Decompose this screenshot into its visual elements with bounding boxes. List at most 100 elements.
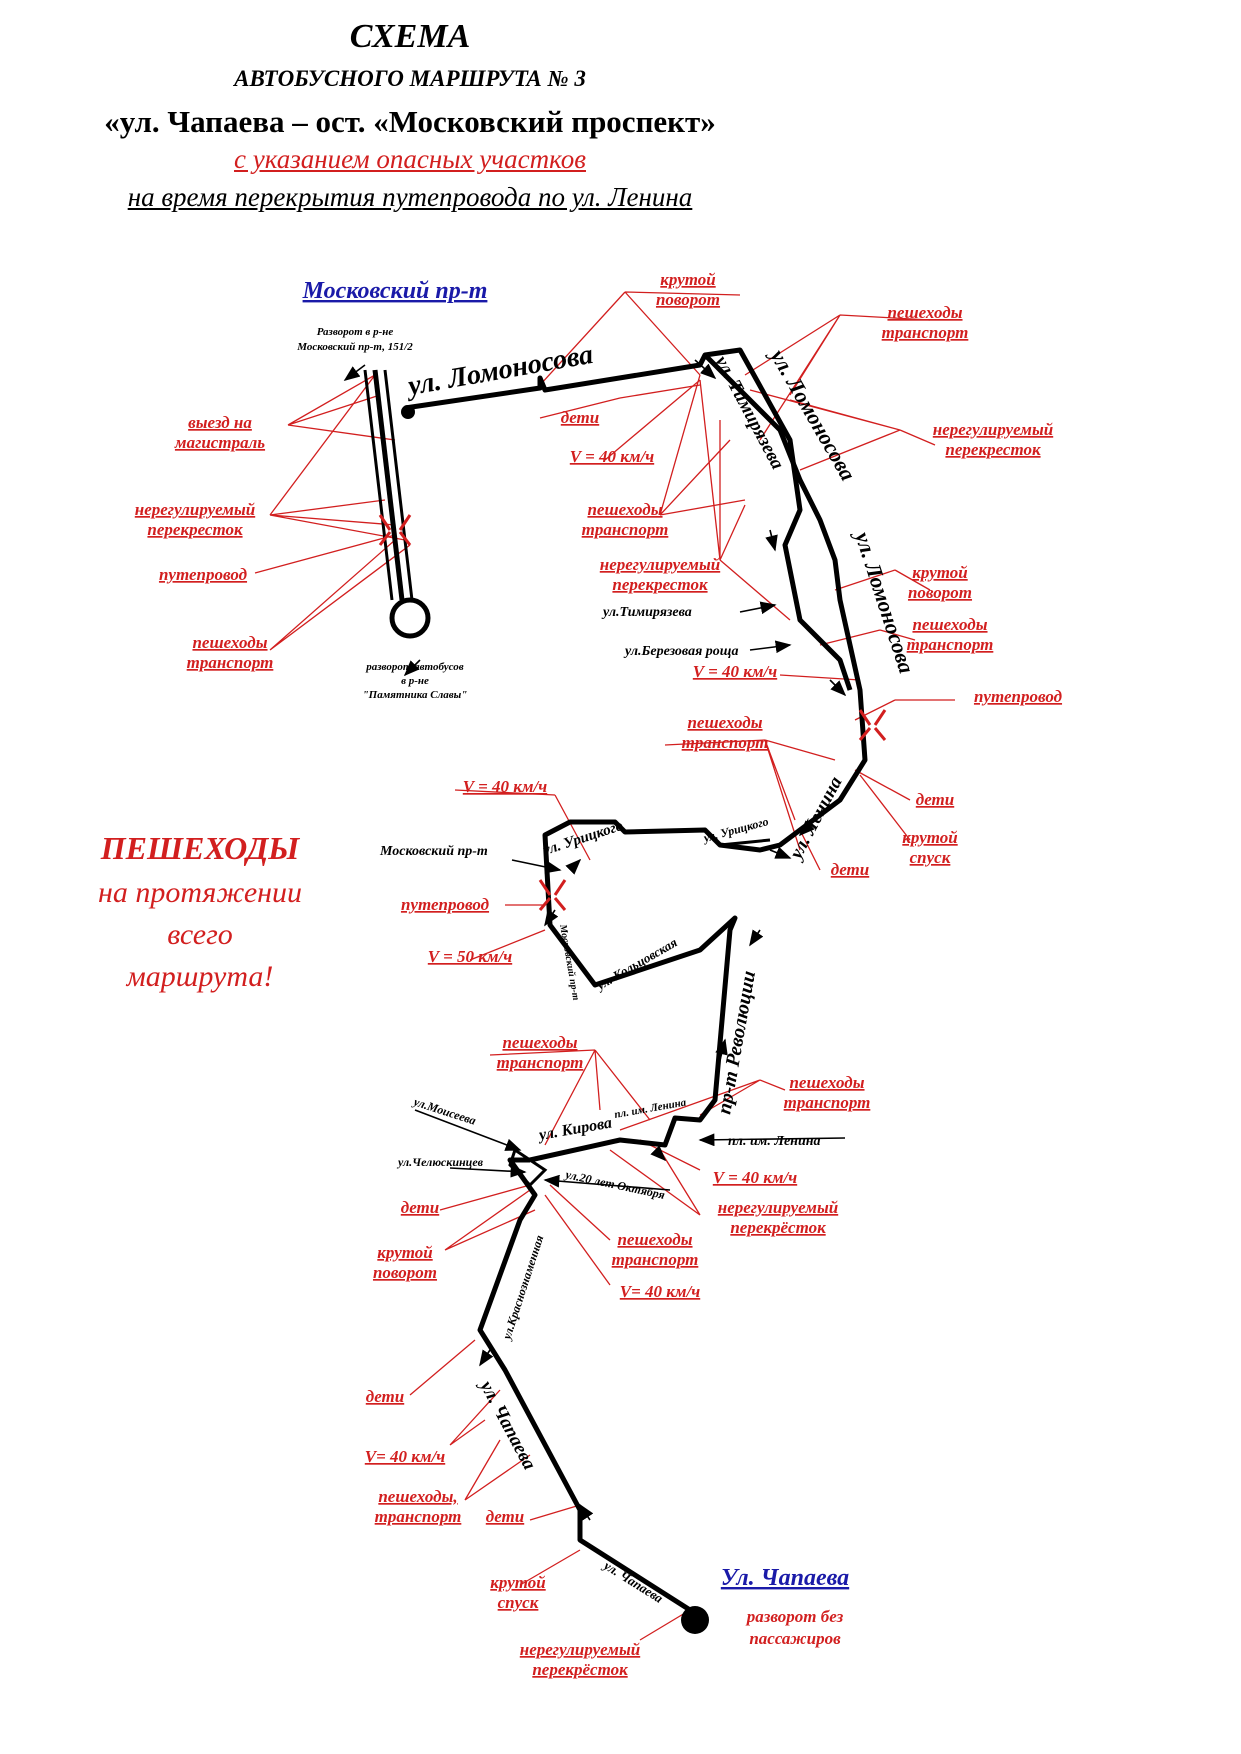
- hazard-highway-exit: выезд на: [188, 413, 252, 432]
- hazard-speed-limit: V = 50 км/ч: [428, 947, 512, 966]
- terminal-label-south: Ул. Чапаева: [721, 1565, 849, 1591]
- route-details: [508, 828, 771, 1188]
- hazard-steep-descent: крутой: [490, 1573, 545, 1592]
- title-hazard-note: с указанием опасных участков: [234, 144, 586, 174]
- razvorot-bottom-line: разворот автобусов: [365, 661, 464, 673]
- hazard-steep-turn: крутой: [660, 270, 715, 289]
- pedestrian-warning-line: на протяжении: [97, 876, 303, 909]
- hazard-speed-limit: V = 40 км/ч: [693, 662, 777, 681]
- hazard-unregulated-crossing: нерегулируемый: [520, 1640, 640, 1659]
- hazard-steep-turn: поворот: [656, 290, 720, 309]
- hazard-unregulated-crossing: перекресток: [147, 520, 243, 539]
- hazard-unregulated-crossing: перекрёсток: [730, 1218, 826, 1237]
- route-segment-timiryazeva: [704, 347, 853, 691]
- razvorot-top-line: Московский пр-т, 151/2: [296, 341, 413, 353]
- hazard-children: дети: [561, 408, 599, 427]
- hazard-overpass: путепровод: [974, 687, 1063, 706]
- hazard-pedestrians-traffic: транспорт: [882, 323, 969, 342]
- hazard-pedestrians-traffic: транспорт: [784, 1093, 871, 1112]
- hazard-children: дети: [831, 860, 869, 879]
- hazard-unregulated-crossing: перекресток: [945, 440, 1041, 459]
- stop-dot: [401, 405, 415, 419]
- street-label-berezovaya: ул.Березовая роща: [623, 644, 738, 659]
- title-schema: СХЕМА: [349, 18, 471, 55]
- small-notes: Разворот в р-не Московский пр-т, 151/2 р…: [296, 326, 467, 701]
- hazard-unregulated-crossing: нерегулируемый: [135, 500, 255, 519]
- title-route-number: АВТОБУСНОГО МАРШРУТА № 3: [234, 66, 586, 91]
- hazard-speed-limit: V= 40 км/ч: [620, 1282, 701, 1301]
- pedestrian-warning-text: на протяжении всего маршрута!: [60, 872, 340, 998]
- route-segment-kirova: [477, 1157, 692, 1613]
- overpass-markers: [378, 514, 887, 911]
- hazard-children: дети: [366, 1387, 404, 1406]
- street-label-chelyuskintsev: ул.Челюскинцев: [396, 1155, 484, 1169]
- razvorot-chapaeva-note: разворот без пассажиров: [745, 1607, 844, 1648]
- hazard-pedestrians-traffic: транспорт: [582, 520, 669, 539]
- street-label-koltsovskaya: ул. Кольцовская: [592, 934, 680, 993]
- hazard-steep-turn: крутой: [377, 1243, 432, 1262]
- razvorot-bottom-line: "Памятника Славы": [363, 689, 468, 701]
- hazard-pedestrians-traffic: пешеходы: [887, 303, 962, 322]
- hazard-overpass: путепровод: [401, 895, 490, 914]
- pedestrian-warning-line: всего: [167, 918, 233, 951]
- route-segment-moskovsky: [372, 369, 405, 601]
- hazard-children: дети: [486, 1507, 524, 1526]
- street-pointers: [414, 601, 846, 1191]
- hazard-children: дети: [401, 1198, 439, 1217]
- hazard-speed-limit: V= 40 км/ч: [365, 1447, 446, 1466]
- street-label-chapaeva-2: ул. Чапаева: [600, 1557, 666, 1606]
- hazard-speed-limit: V = 40 км/ч: [570, 447, 654, 466]
- hazard-pedestrians-traffic: транспорт: [907, 635, 994, 654]
- street-label-kirova: ул. Кирова: [536, 1114, 613, 1144]
- hazard-steep-descent: спуск: [498, 1593, 539, 1612]
- hazard-pedestrians-traffic: пешеходы: [502, 1033, 577, 1052]
- hazard-labels: крутой поворот пешеходы транспорт выезд …: [135, 270, 1063, 1679]
- hazard-pedestrians-traffic: пешеходы: [687, 713, 762, 732]
- hazard-unregulated-crossing: нерегулируемый: [718, 1198, 838, 1217]
- hazard-pedestrians-traffic: пешеходы: [192, 633, 267, 652]
- hazard-pedestrians-traffic: транспорт: [497, 1053, 584, 1072]
- hazard-unregulated-crossing: нерегулируемый: [600, 555, 720, 574]
- hazard-steep-descent: спуск: [910, 848, 951, 867]
- pedestrian-warning-title: ПЕШЕХОДЫ: [100, 830, 300, 866]
- hazard-pedestrians-traffic: пешеходы: [912, 615, 987, 634]
- razvorot-top-line: Разворот в р-не: [317, 326, 394, 338]
- hazard-pedestrians-traffic: транспорт: [375, 1507, 462, 1526]
- hazard-steep-turn: крутой: [912, 563, 967, 582]
- hazard-children: дети: [916, 790, 954, 809]
- hazard-steep-turn: поворот: [908, 583, 972, 602]
- hazard-speed-limit: V = 40 км/ч: [713, 1168, 797, 1187]
- hazard-leader-lines: [254, 291, 955, 1641]
- terminal-circle-moskovsky: [389, 597, 431, 639]
- hazard-pedestrians-traffic: пешеходы: [789, 1073, 864, 1092]
- direction-arrows: [343, 359, 847, 1521]
- pedestrian-warning-line: маршрута!: [126, 960, 274, 993]
- street-label-timiryazeva-2: ул.Тимирязева: [601, 605, 692, 620]
- hazard-overpass: путепровод: [159, 565, 248, 584]
- hazard-unregulated-crossing: перекресток: [612, 575, 708, 594]
- hazard-steep-descent: крутой: [902, 828, 957, 847]
- street-label-chapaeva: ул. Чапаева: [475, 1376, 540, 1474]
- razvorot-chapaeva-line: пассажиров: [749, 1629, 841, 1648]
- street-label-krasnoznamennaya: ул.Краснознаменная: [499, 1233, 546, 1342]
- hazard-steep-turn: поворот: [373, 1263, 437, 1282]
- hazard-unregulated-crossing: перекрёсток: [532, 1660, 628, 1679]
- title-closure-note: на время перекрытия путепровода по ул. Л…: [127, 182, 693, 212]
- route-segment-moskovsky-outline: [363, 369, 414, 601]
- hazard-pedestrians-traffic: транспорт: [682, 733, 769, 752]
- hazard-pedestrians-traffic: пешеходы,: [378, 1487, 457, 1506]
- title-route-name: «ул. Чапаева – ост. «Московский проспект…: [104, 104, 716, 139]
- street-label-moiseeva: ул.Моисеева: [410, 1094, 478, 1128]
- street-label-pl-lenina-2: пл. им. Ленина: [728, 1134, 821, 1149]
- hazard-pedestrians-traffic: пешеходы: [587, 500, 662, 519]
- razvorot-bottom-line: в р-не: [401, 675, 429, 687]
- street-label-moskovsky: Московский пр-т: [379, 844, 488, 859]
- terminal-circle-chapaeva: [681, 1606, 709, 1634]
- razvorot-chapaeva-line: разворот без: [745, 1607, 844, 1626]
- hazard-pedestrians-traffic: транспорт: [612, 1250, 699, 1269]
- hazard-speed-limit: V = 40 км/ч: [463, 777, 547, 796]
- street-label-oktyabrya: ул.20 лет Октября: [562, 1167, 666, 1202]
- hazard-pedestrians-traffic: пешеходы: [617, 1230, 692, 1249]
- terminal-label-north: Московский пр-т: [302, 278, 488, 304]
